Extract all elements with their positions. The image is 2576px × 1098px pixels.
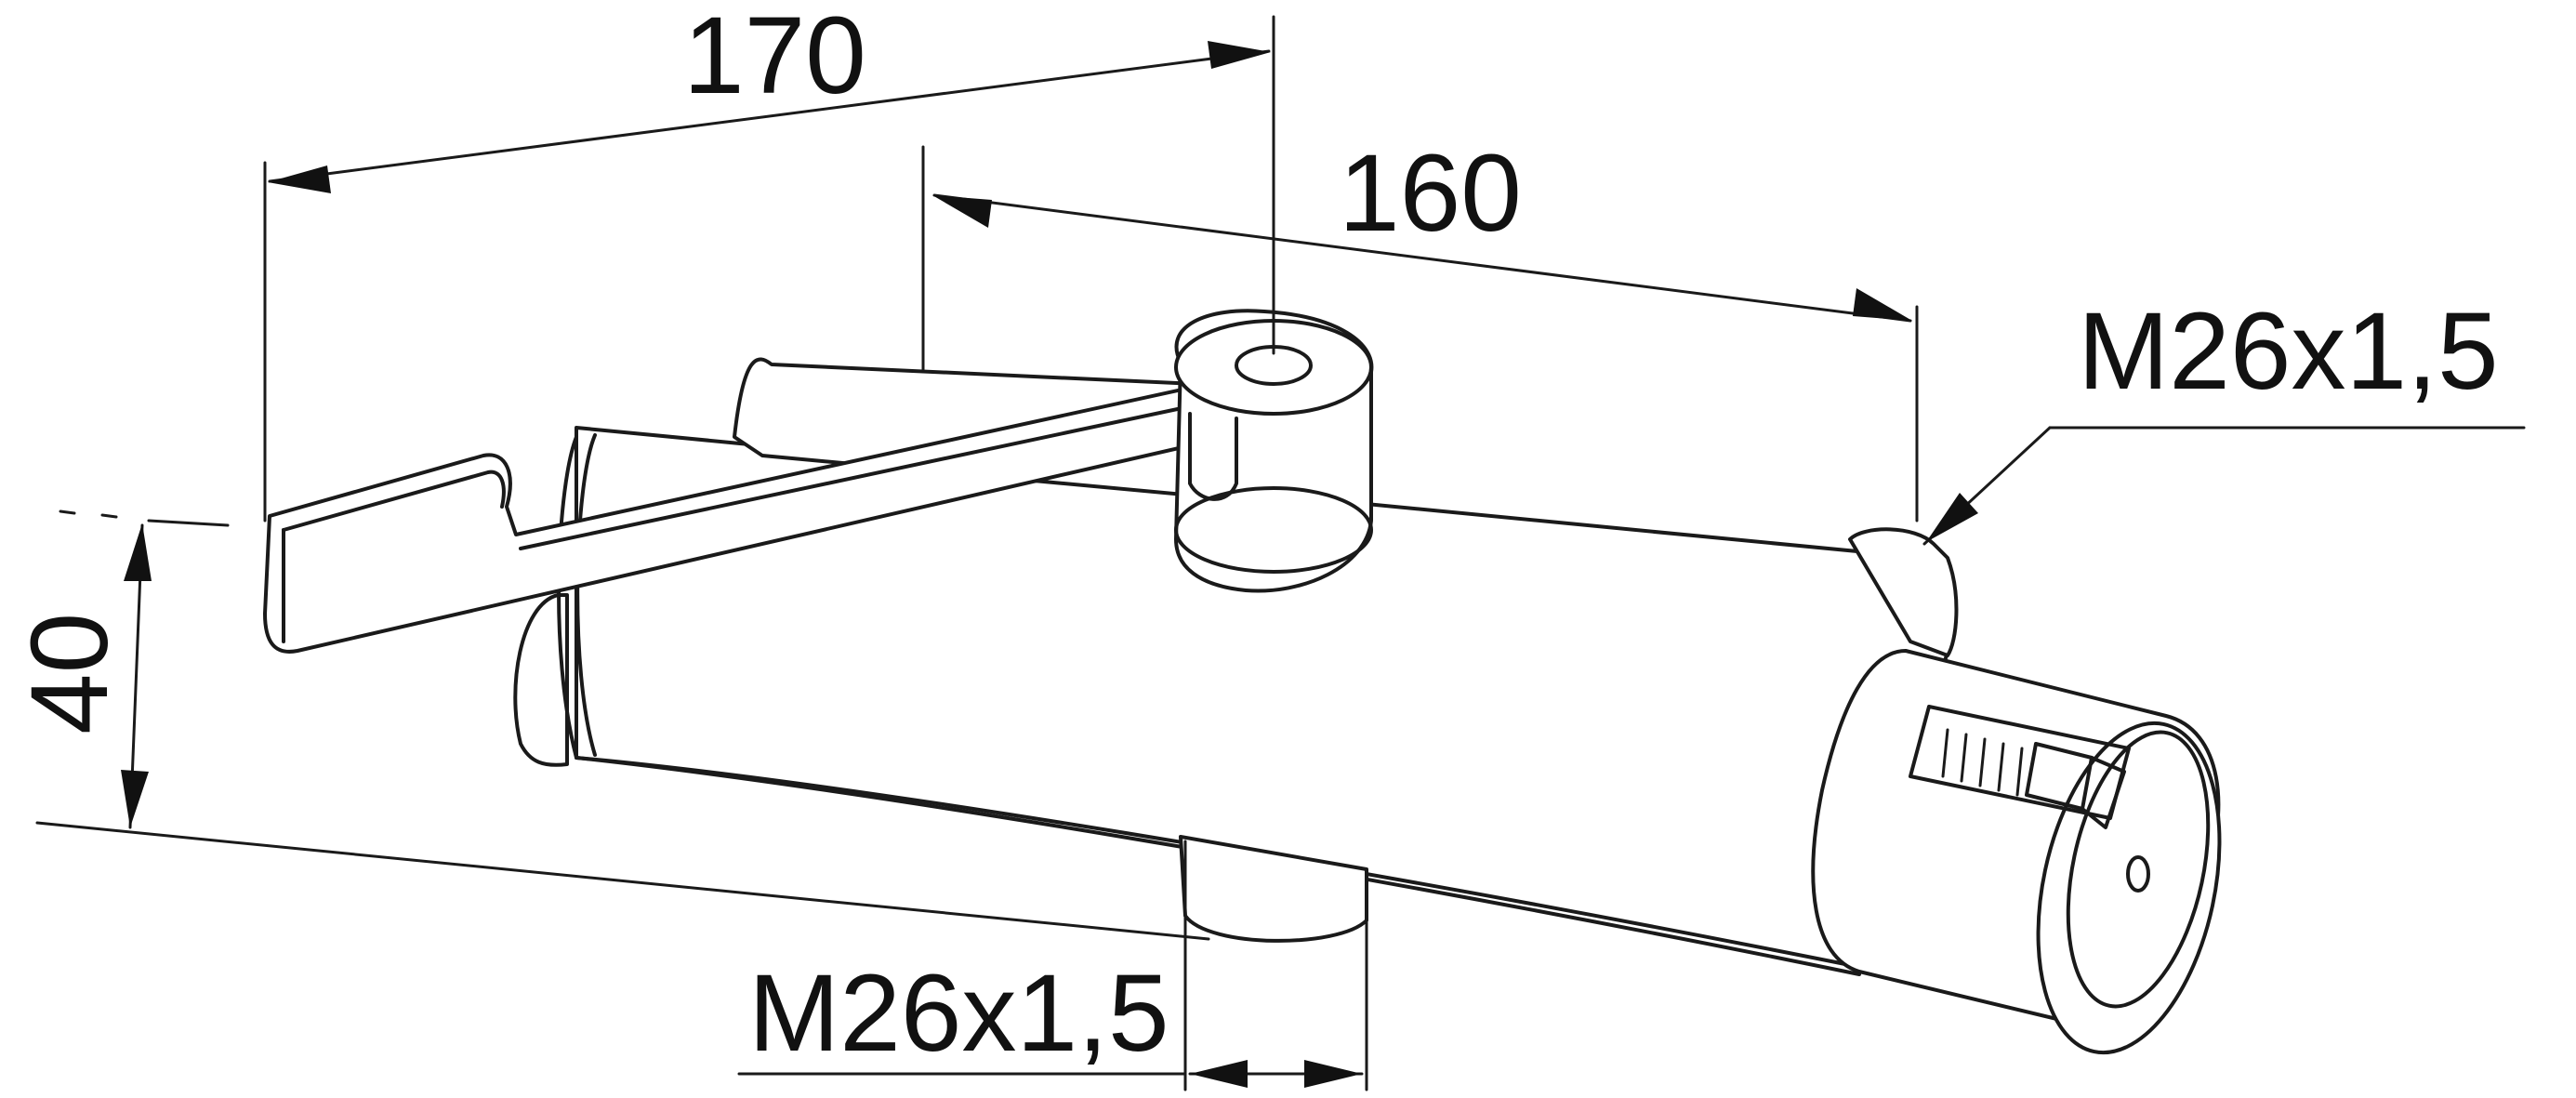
label-thread-top: M26x1,5: [2078, 290, 2499, 413]
bottom-axle-stub: [1179, 835, 1368, 943]
dimension-170: [263, 15, 1275, 523]
dimension-thread-top: [1922, 426, 2526, 546]
adjustment-screw-hole: [2126, 855, 2150, 893]
pivot-hub: [1174, 309, 1374, 593]
label-170: 170: [683, 0, 866, 117]
front-cap: [1811, 649, 2222, 1055]
label-thread-bottom: M26x1,5: [748, 952, 1169, 1075]
lever-arm: [263, 357, 1266, 654]
dimension-40: [35, 509, 1210, 941]
top-axle-stub: [1848, 527, 1959, 657]
dimension-thread-bottom: [737, 840, 1368, 1091]
label-40: 40: [8, 613, 131, 734]
dimension-160: [921, 145, 1919, 523]
label-160: 160: [1339, 132, 1522, 255]
